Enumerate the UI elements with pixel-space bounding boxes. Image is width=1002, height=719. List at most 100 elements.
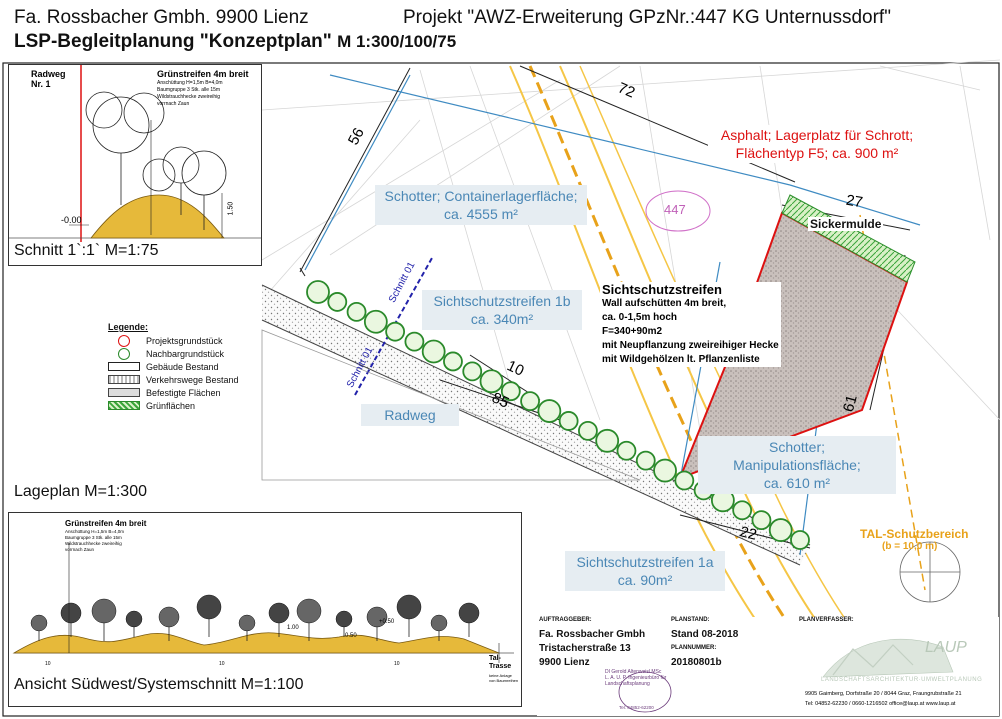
elev-tree-icon — [125, 610, 143, 628]
tree-symbol-icon — [462, 361, 483, 382]
legend-swatch-icon — [108, 362, 140, 371]
elev-level: 1.00 — [287, 625, 299, 631]
elev-tree-icon — [366, 606, 388, 628]
tree-symbol-icon — [732, 500, 753, 521]
elev-level: +0.50 — [379, 619, 395, 625]
elevation-inset: Grünstreifen 4m breit Anschüttung H=1,5m… — [8, 512, 522, 707]
legend-swatch-icon — [108, 401, 140, 410]
dim-27: 27 — [844, 191, 865, 212]
tree-symbol-icon — [635, 450, 656, 471]
tree-symbol-icon — [404, 331, 425, 352]
tree-symbol-icon — [674, 470, 695, 491]
elev-tree-icon — [296, 598, 322, 624]
tb-auftraggeber-label: AUFTRAGGEBER: — [539, 617, 592, 623]
legend-label: Verkehrswege Bestand — [146, 374, 239, 385]
tree-symbol-icon — [595, 428, 620, 453]
label-sichtschutz-1b: Sichtschutzstreifen 1b ca. 340m² — [422, 290, 582, 330]
stamp-line: Landschaftsplanung — [605, 681, 650, 687]
elev-spacing: 10 — [219, 661, 225, 667]
tb-address: 9905 Gaimberg, Dorfstraße 20 / 8044 Graz… — [805, 691, 962, 697]
tree-symbol-icon — [500, 381, 521, 402]
section-note: Wildstrauchhecke zweireihig — [157, 94, 221, 100]
tree-symbol-icon — [751, 510, 772, 531]
elev-gruen-notes: Anschüttung H=1,5m B=4,0m Baumgruppe 3 S… — [65, 529, 124, 553]
elev-tal: Tal- Trasse — [489, 655, 512, 670]
tb-plannummer-label: PLANNUMMER: — [671, 645, 717, 651]
elev-level: 0.50 — [345, 633, 357, 639]
tb-logo: LAUP — [925, 639, 967, 656]
header-scale: M 1:300/100/75 — [337, 32, 457, 51]
section-note: Baumgruppe 3 Stk. alle 15m — [157, 87, 221, 93]
tree-symbol-icon — [653, 458, 677, 483]
section-drawing — [9, 65, 261, 243]
tb-planstand: Stand 08-2018 — [671, 629, 739, 640]
tree-symbol-icon — [327, 292, 348, 312]
tree-symbol-icon — [768, 518, 793, 542]
tb-firm: LANDSCHAFTSARCHITEKTUR·UMWELTPLANUNG — [821, 677, 983, 683]
tb-contact: Tel: 04852-62230 / 0660-1216502 office@l… — [805, 701, 956, 707]
section-caption: Schnitt 1`:1` M=1:75 — [14, 242, 159, 260]
section-height: 1.50 — [227, 201, 235, 216]
tree-symbol-icon — [537, 399, 562, 423]
legend-swatch-icon — [118, 334, 130, 347]
label-schotter-manipulation: Schotter; Manipulationsfläche; ca. 610 m… — [698, 436, 896, 494]
tree-symbol-icon — [385, 321, 406, 342]
label-sickermulde: Sickermulde — [808, 217, 884, 231]
label-parcel: 447 — [664, 202, 686, 217]
legend-item: Befestigte Flächen — [108, 386, 239, 399]
tree-symbol-icon — [363, 309, 388, 334]
section-level: -0.00 — [61, 215, 82, 225]
elev-note: Baumgruppe 3 Stk. alle 15m — [65, 535, 122, 540]
header-title: LSP-Begleitplanung "Konzeptplan" M 1:300… — [14, 31, 456, 53]
elev-tree-icon — [91, 598, 117, 624]
laup-logo-icon — [822, 638, 954, 678]
elev-tree-icon — [60, 602, 82, 624]
sicht-line: ca. 0-1,5m hoch — [602, 312, 678, 323]
stamp-seal-icon — [618, 671, 672, 713]
tree-symbol-icon — [479, 369, 504, 394]
label-tal-schutz-sub: (b = 10,0 m) — [882, 541, 938, 552]
header-project: Projekt "AWZ-Erweiterung GPzNr.:447 KG U… — [403, 7, 891, 28]
header-title-main: LSP-Begleitplanung "Konzeptplan" — [14, 31, 332, 52]
tree-symbol-icon — [306, 280, 330, 304]
section-gruen-notes: Anschüttung H=1,5m B=4,0m Baumgruppe 3 S… — [157, 80, 223, 108]
elev-tal-note: keine Anlage von Baumreihen — [489, 673, 519, 683]
elev-tree-icon — [30, 614, 48, 632]
legend-item: Nachbargrundstück — [108, 347, 239, 360]
elev-tree-icon — [196, 594, 222, 620]
section-note: vorrnach Zaun — [157, 101, 190, 107]
section-radweg: Radweg Nr. 1 — [31, 69, 66, 89]
elev-tree-icon — [458, 602, 480, 624]
legend-swatch-icon — [118, 347, 130, 360]
tb-planstand-label: PLANSTAND: — [671, 617, 710, 623]
elev-tree-icon — [396, 594, 422, 620]
legend-label: Grünflächen — [146, 400, 196, 411]
legend-item: Projektsgrundstück — [108, 334, 239, 347]
sicht-line: Wall aufschütten 4m breit, — [602, 298, 727, 309]
legend-label: Befestigte Flächen — [146, 387, 221, 398]
section-inset: Radweg Nr. 1 Grünstreifen 4m breit Ansch… — [8, 64, 262, 266]
tb-stamp: DI Gerold Altenweisl MSc L. A. U. P. Ing… — [605, 669, 666, 687]
legend-title: Legende: — [108, 322, 149, 332]
label-lageplan: Lageplan M=1:300 — [14, 483, 147, 500]
title-block: AUFTRAGGEBER: Fa. Rossbacher Gmbh Trista… — [537, 617, 999, 716]
label-sichtschutz-1a: Sichtschutzstreifen 1a ca. 90m² — [565, 551, 725, 591]
tree-symbol-icon — [616, 440, 637, 461]
elev-spacing: 10 — [45, 661, 51, 667]
tb-plannummer: 20180801b — [671, 657, 722, 668]
tb-auftraggeber-3: 9900 Lienz — [539, 657, 590, 668]
elev-gruen-title: Grünstreifen 4m breit — [65, 519, 147, 528]
legend: Legende: Projektsgrundstück Nachbargrund… — [108, 322, 239, 412]
elev-note: Anschüttung H=1,5m B=4,0m — [65, 529, 125, 534]
tree-symbol-icon — [578, 420, 598, 441]
legend-item: Verkehrswege Bestand — [108, 373, 239, 386]
section-note: Anschüttung H=1,5m B=4,0m — [157, 80, 223, 86]
legend-swatch-icon — [108, 375, 140, 384]
elev-tree-icon — [158, 606, 180, 628]
tb-auftraggeber-1: Fa. Rossbacher Gmbh — [539, 629, 646, 640]
tree-symbol-icon — [520, 391, 540, 412]
legend-item: Gebäude Bestand — [108, 360, 239, 373]
sicht-line: mit Neupflanzung zweireihiger Hecke — [602, 340, 779, 351]
elev-note: vorrnach Zaun — [65, 547, 95, 552]
